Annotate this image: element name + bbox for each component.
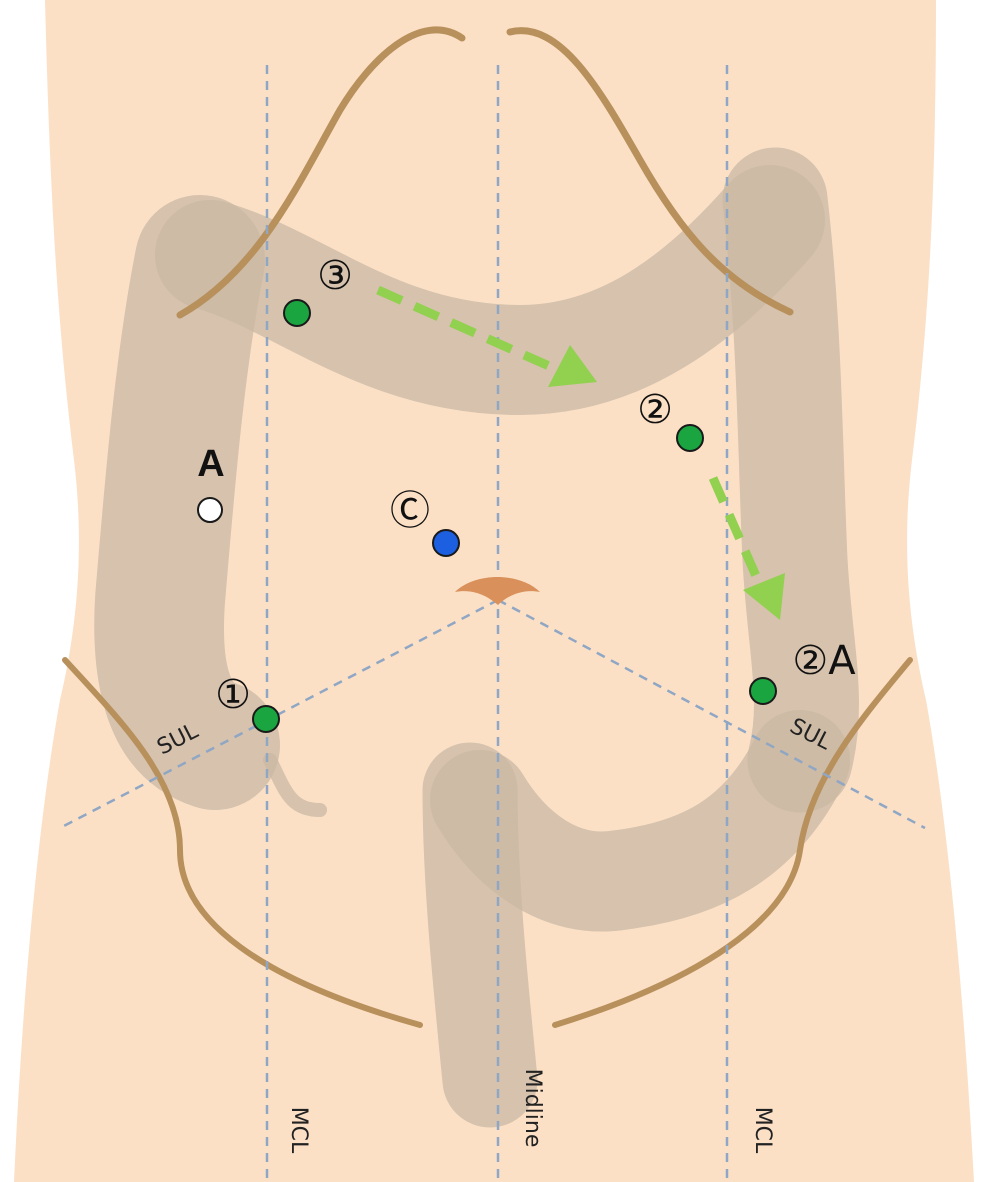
ports bbox=[197, 299, 777, 733]
port-2-label: ② bbox=[637, 387, 673, 433]
midline-label: Midline bbox=[520, 1069, 545, 1148]
port-c-label: Ⓒ bbox=[390, 488, 430, 534]
arrow-2-to-2a bbox=[708, 476, 765, 587]
port-c-marker bbox=[432, 529, 460, 557]
port-a-label: A bbox=[197, 443, 224, 485]
direction-arrows bbox=[376, 285, 785, 620]
port-2a-marker bbox=[749, 677, 777, 705]
mcl-right-label: MCL bbox=[750, 1107, 775, 1154]
mcl-left-label: MCL bbox=[286, 1107, 311, 1154]
arrow-2-to-2a-head bbox=[743, 573, 785, 620]
port-2a-label: ②A bbox=[792, 638, 856, 684]
colon bbox=[94, 147, 859, 1128]
port-3-marker bbox=[283, 299, 311, 327]
pelvic-curves bbox=[62, 657, 913, 1028]
port-2-marker bbox=[676, 424, 704, 452]
umbilicus bbox=[455, 577, 540, 605]
port-a-marker bbox=[197, 497, 223, 523]
port-1-label: ① bbox=[215, 672, 251, 718]
port-3-label: ③ bbox=[317, 253, 353, 299]
rib-cage bbox=[176, 26, 794, 319]
port-1-marker bbox=[252, 705, 280, 733]
arrow-3-to-2-head bbox=[548, 345, 597, 387]
sul-right-line bbox=[497, 598, 926, 830]
arrow-3-to-2 bbox=[376, 285, 560, 375]
